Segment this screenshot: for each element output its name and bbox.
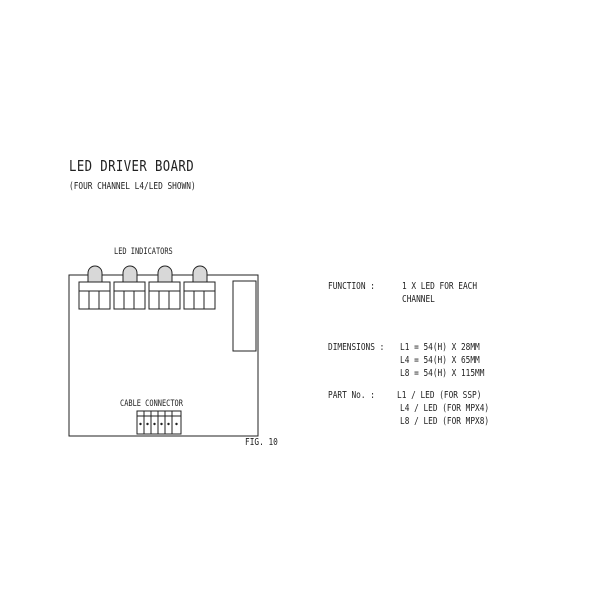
led-bulb-icon (87, 265, 103, 283)
led-channel-1 (78, 265, 111, 310)
board-component-block (232, 280, 257, 352)
led-base (148, 290, 181, 310)
cable-connector-label: CABLE CONNECTOR (120, 399, 183, 409)
led-base (78, 290, 111, 310)
connector-housing (136, 410, 182, 435)
dimension-l8: L8 = 54(H) X 115MM (400, 368, 485, 379)
led-bulb-icon (192, 265, 208, 283)
function-value-line1: 1 X LED FOR EACH (402, 281, 478, 292)
led-base (113, 290, 146, 310)
led-bulb-icon (157, 265, 173, 283)
connector-pin-icon (139, 422, 142, 426)
figure-caption: FIG. 10 (245, 437, 278, 448)
connector-pin-icon (160, 422, 163, 426)
part-number-l4: L4 / LED (FOR MPX4) (400, 403, 490, 414)
board-outline (68, 274, 259, 437)
dimension-l4: L4 = 54(H) X 65MM (400, 355, 480, 366)
led-indicators-label: LED INDICATORS (114, 247, 173, 257)
dimension-l1: L1 = 54(H) X 28MM (400, 342, 480, 353)
cable-connector (136, 410, 182, 435)
led-bulb-icon (122, 265, 138, 283)
led-holder (183, 281, 216, 292)
led-base (183, 290, 216, 310)
function-label: FUNCTION : (328, 281, 375, 292)
part-number-label: PART No. : (328, 390, 375, 401)
dimensions-label: DIMENSIONS : (328, 342, 385, 353)
connector-pin-icon (175, 422, 178, 426)
function-value-line2: CHANNEL (402, 294, 435, 305)
part-number-l8: L8 / LED (FOR MPX8) (400, 416, 490, 427)
connector-pin-icon (167, 422, 170, 426)
diagram-subtitle: (FOUR CHANNEL L4/LED SHOWN) (69, 181, 196, 192)
led-channel-2 (113, 265, 146, 310)
connector-pin-icon (153, 422, 156, 426)
led-channel-3 (148, 265, 181, 310)
diagram-title: LED DRIVER BOARD (69, 157, 195, 175)
led-holder (78, 281, 111, 292)
part-number-l1: L1 / LED (FOR SSP) (397, 390, 482, 401)
connector-pin-icon (146, 422, 149, 426)
led-channel-4 (183, 265, 216, 310)
led-holder (148, 281, 181, 292)
led-holder (113, 281, 146, 292)
